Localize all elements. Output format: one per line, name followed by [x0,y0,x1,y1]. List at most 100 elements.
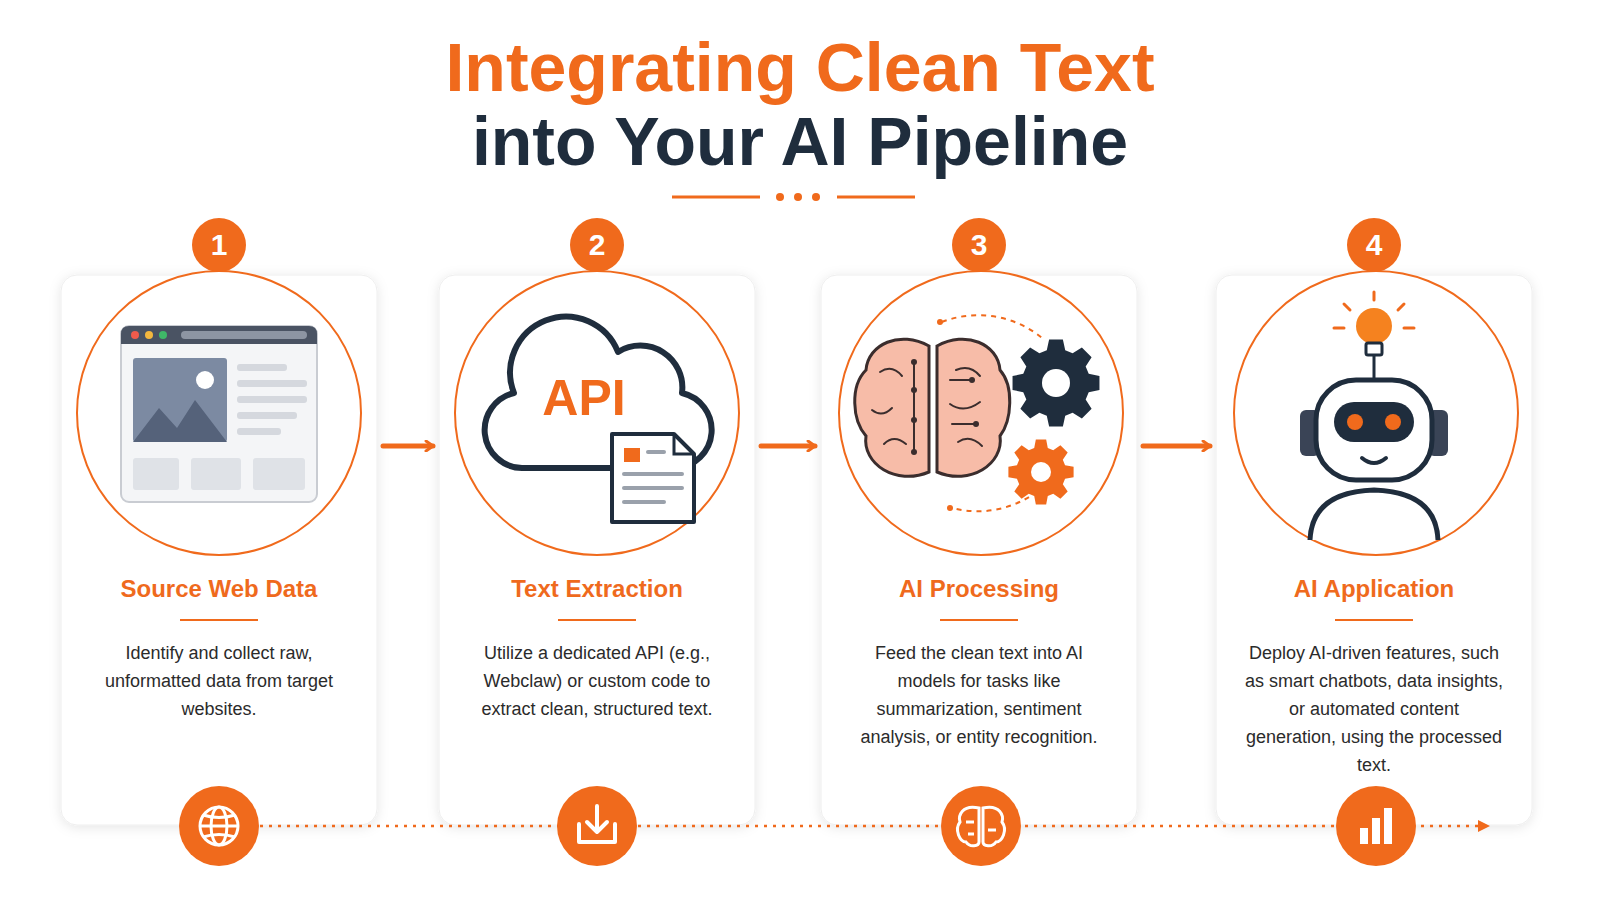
step-description: Utilize a dedicated API (e.g., Webclaw) … [439,639,755,743]
brain-gears-icon-part-part [942,315,1042,338]
browser-window-icon-part-part [237,428,281,435]
cloud-api-icon-part [674,434,694,454]
bar-chart-icon [1360,808,1392,844]
timeline-dotted-line-part [260,825,1480,828]
step-card: 4AI ApplicationDeploy AI-driven features… [1216,275,1532,825]
cloud-api-icon-part [624,448,640,462]
robot-icon [1300,292,1448,540]
icon-label: API [542,370,625,426]
browser-window-icon-part [237,364,307,435]
timeline-icon-circles-part [179,786,259,866]
robot-icon-part-part [1373,292,1376,300]
step-number: 1 [192,218,246,272]
step-description: Identify and collect raw, unformatted da… [61,639,377,743]
brain-gears-icon-part-part [884,439,906,444]
step-heading: Text Extraction [439,575,755,621]
brain-gears-icon-part-part [911,449,917,455]
brain-small-icon-part [983,807,1004,846]
robot-icon-part-part [1344,304,1350,310]
browser-window-icon-part [131,331,139,339]
step-card: 2Text ExtractionUtilize a dedicated API … [439,275,755,825]
browser-window-icon-part-part [253,458,305,490]
browser-window-icon-part-part [237,412,297,419]
icon-rings-part [77,271,361,555]
robot-icon-part-part [1398,304,1404,310]
robot-icon-part-part [1404,327,1414,330]
robot-icon-part [1316,380,1432,480]
timeline-icon-circles-part [941,786,1021,866]
robot-icon-part-part [1334,327,1344,330]
brain-gears-icon [855,315,1100,511]
brain-gears-icon-part-part [947,505,953,511]
title-divider-part [776,193,784,201]
step-card: 3AI ProcessingFeed the clean text into A… [821,275,1137,825]
browser-window-icon-part-part [237,380,307,387]
brain-gears-icon-part-part [950,379,972,381]
browser-window-icon-part [121,326,317,344]
brain-gears-icon-part-part [950,402,980,409]
robot-icon-part [1334,402,1414,442]
cloud-api-icon-part [612,434,694,522]
title-divider [672,193,915,201]
brain-gears-icon-part [855,339,929,476]
browser-window-icon-part-part [133,458,179,490]
timeline-dotted-line-part [1478,820,1490,832]
bar-chart-icon-part [1372,818,1380,844]
download-icon-part [587,806,607,832]
bar-chart-icon-part [1384,808,1392,844]
brain-gears-icon-part-part [880,369,902,376]
brain-gears-icon-part [872,362,982,452]
browser-window-icon-part-part [191,458,241,490]
cloud-api-icon-part-part [624,500,664,504]
robot-icon-part [1347,414,1363,430]
globe-icon-part [203,835,235,838]
brain-small-icon [958,807,1005,846]
gear [1008,439,1073,504]
step-description: Feed the clean text into AI models for t… [821,639,1137,771]
step-card: 1Source Web DataIdentify and collect raw… [61,275,377,825]
title: Integrating Clean Text into Your AI Pipe… [419,30,1181,178]
icon-rings-part [455,271,739,555]
timeline-icon-circles-part [1336,786,1416,866]
globe-icon-part [203,815,235,818]
flow-arrow [1143,444,1210,449]
flow-arrow [383,444,433,449]
title-divider-part [794,193,802,201]
timeline-icon-circles [179,786,1416,866]
step-description: Deploy AI-driven features, such as smart… [1216,639,1532,799]
globe-icon-part [200,825,238,828]
step-number: 2 [570,218,624,272]
brain-gears-icon-part-part [911,387,917,393]
robot-icon-part [1385,414,1401,430]
step-heading: AI Processing [821,575,1137,621]
brain-gears-icon-part-part [913,362,915,452]
robot-icon-part [1362,458,1386,463]
browser-window-icon-part [196,371,214,389]
cloud-api-icon [485,317,712,522]
title-divider-part [837,196,915,199]
download-icon [579,806,615,842]
brain-small-icon-part [958,807,979,846]
browser-window-icon-part [133,358,227,442]
brain-gears-icon-part-part [872,408,892,414]
timeline-icon-circles-part [557,786,637,866]
step-heading: Source Web Data [61,575,377,621]
brain-gears-icon-part [911,359,979,455]
step-number: 3 [952,218,1006,272]
bar-chart-icon-part [1360,828,1368,844]
gear-icons [1008,340,1099,505]
brain-gears-icon-part-part [952,423,976,425]
robot-icon-part [1373,355,1376,380]
brain-gears-icon-part [937,339,1010,476]
brain-small-icon-part [966,822,996,834]
cloud-api-icon-part-part [648,450,664,454]
browser-window-icon-part [133,400,227,442]
cloud-api-icon-part-part [624,486,682,490]
gear [1013,340,1100,427]
browser-window-icon-part [159,331,167,339]
browser-window-icon-part-part [237,364,287,371]
step-heading: AI Application [1216,575,1532,621]
browser-window-icon-part [121,326,317,502]
brain-gears-icon-part-part [969,377,975,383]
